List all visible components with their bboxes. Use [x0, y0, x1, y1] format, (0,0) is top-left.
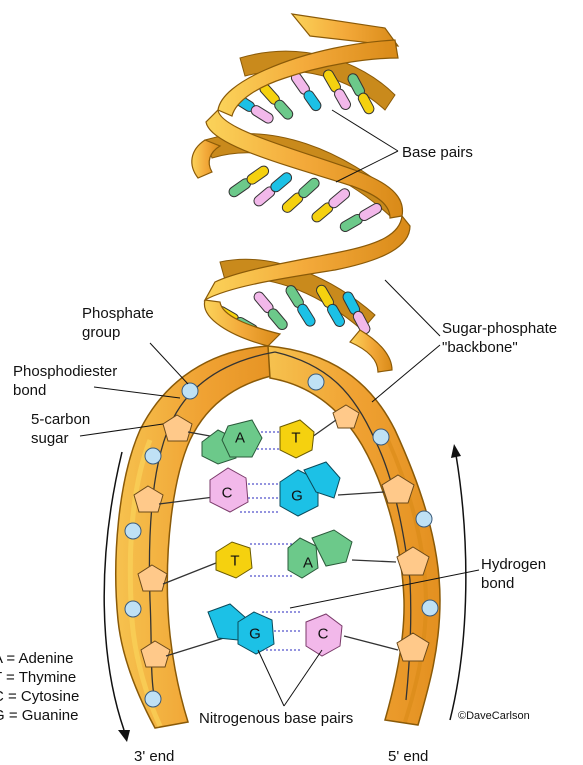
phosphodiester-label-line1: Phosphodiester — [13, 363, 117, 380]
legend-thymine: T = Thymine — [0, 669, 76, 686]
legend: A = Adenine T = Thymine C = Cytosine G =… — [0, 650, 79, 724]
labels: Base pairs Phosphate group Phosphodieste… — [0, 144, 557, 765]
phosphate-group-label-line1: Phosphate — [82, 305, 154, 322]
base-pair-4-left-label: G — [249, 626, 261, 643]
legend-adenine: A = Adenine — [0, 650, 74, 667]
base-pairs-label: Base pairs — [402, 144, 473, 161]
sugar-label-line1: 5-carbon — [31, 411, 90, 428]
five-prime-arrow — [450, 455, 466, 720]
double-helix — [192, 14, 410, 372]
base-pair-3-right-label: A — [303, 555, 313, 572]
credit-label: ©DaveCarlson — [458, 710, 530, 722]
base-pair-2-left-label: C — [222, 485, 233, 502]
phosphodiester-label-line2: bond — [13, 382, 46, 399]
base-pair-1: A T — [202, 420, 314, 464]
phosphate-group-label-line2: group — [82, 324, 120, 341]
base-pair-3: T A — [216, 530, 352, 578]
base-pair-3-left-label: T — [230, 553, 239, 570]
base-pair-2-right-label: G — [291, 488, 303, 505]
base-pair-2: C G — [210, 462, 340, 516]
three-prime-end-label: 3' end — [134, 748, 174, 765]
backbone-label-line1: Sugar-phosphate — [442, 320, 557, 337]
sugar-label-line2: sugar — [31, 430, 69, 447]
strand-legs — [116, 346, 440, 728]
legend-guanine: G = Guanine — [0, 707, 78, 724]
hydrogen-bond-label-line1: Hydrogen — [481, 556, 546, 573]
backbone-label-line2: "backbone" — [442, 339, 518, 356]
five-prime-end-label: 5' end — [388, 748, 428, 765]
nitrogenous-base-pairs-label: Nitrogenous base pairs — [199, 710, 353, 727]
nitrogenous-bases: A T C G T A G C — [202, 420, 352, 656]
base-pair-4-right-label: C — [318, 626, 329, 643]
hydrogen-bond-label-line2: bond — [481, 575, 514, 592]
base-pair-1-left-label: A — [235, 430, 245, 447]
base-pair-1-right-label: T — [291, 430, 300, 447]
base-pair-3-right — [312, 530, 352, 566]
legend-cytosine: C = Cytosine — [0, 688, 79, 705]
helix-base-pairs — [214, 68, 383, 336]
